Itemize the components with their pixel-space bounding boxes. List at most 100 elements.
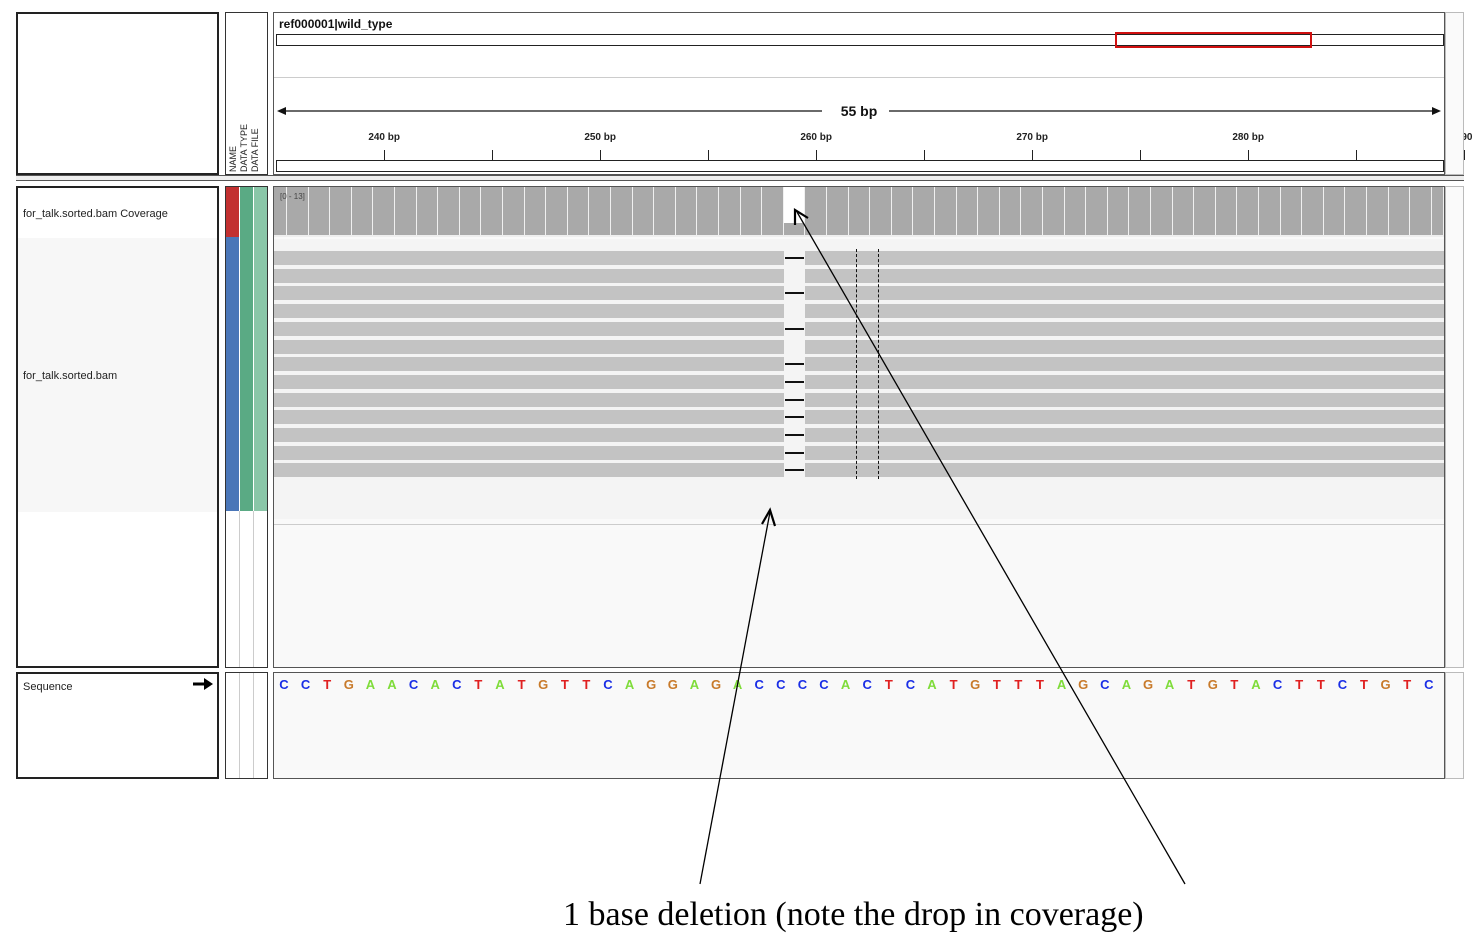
attr-datafile-swatch[interactable] [254, 187, 267, 511]
coverage-bar[interactable] [805, 187, 827, 235]
alignment-track-name[interactable]: for_talk.sorted.bam [23, 370, 118, 382]
coverage-bar[interactable] [546, 187, 568, 235]
coverage-track-name[interactable]: for_talk.sorted.bam Coverage [23, 208, 168, 220]
read-right-segment[interactable] [805, 268, 1444, 283]
read-right-segment[interactable] [805, 463, 1444, 478]
deletion-marker[interactable] [784, 434, 805, 436]
read-right-segment[interactable] [805, 392, 1444, 407]
alignment-track[interactable] [274, 239, 1444, 519]
read-right-segment[interactable] [805, 445, 1444, 460]
coverage-bar[interactable] [1042, 187, 1065, 235]
coverage-bar[interactable] [373, 187, 395, 235]
coverage-bar[interactable] [956, 187, 979, 235]
deletion-marker[interactable] [784, 469, 805, 472]
read-left-segment[interactable] [274, 339, 784, 354]
coverage-bar[interactable] [934, 187, 957, 235]
coverage-bar[interactable] [589, 187, 611, 235]
coverage-bar[interactable] [1280, 187, 1303, 235]
read-left-segment[interactable] [274, 357, 784, 372]
coverage-bar[interactable] [286, 187, 309, 235]
chromosome-ideogram[interactable] [276, 34, 1444, 46]
coverage-bar[interactable] [1302, 187, 1324, 235]
read-left-segment[interactable] [274, 268, 784, 283]
current-region-box[interactable] [1115, 32, 1312, 48]
deletion-marker[interactable] [784, 451, 805, 454]
attr-datatype-header[interactable]: DATA TYPE [239, 123, 249, 172]
coverage-bar[interactable] [978, 187, 1000, 235]
coverage-bar[interactable] [610, 187, 633, 235]
read-left-segment[interactable] [274, 304, 784, 319]
sequence-track-name[interactable]: Sequence [23, 681, 73, 693]
coverage-bar[interactable] [481, 187, 503, 235]
read-right-segment[interactable] [805, 410, 1444, 425]
coverage-bar[interactable] [913, 187, 935, 235]
coverage-bar[interactable] [1086, 187, 1108, 235]
coverage-bar[interactable] [1388, 187, 1411, 235]
coverage-bar[interactable] [1064, 187, 1087, 235]
coverage-bar[interactable] [632, 187, 655, 235]
attr-name-swatch-alignment[interactable] [226, 237, 239, 511]
sequence-scrollbar[interactable] [1445, 672, 1464, 779]
read-right-segment[interactable] [805, 251, 1444, 265]
deletion-marker[interactable] [784, 363, 805, 366]
coverage-bar[interactable] [330, 187, 352, 235]
coverage-bar[interactable] [567, 187, 590, 235]
coverage-bar[interactable] [1431, 187, 1444, 235]
deletion-marker[interactable] [784, 380, 805, 383]
coverage-bar[interactable] [675, 187, 698, 235]
deletion-marker[interactable] [784, 292, 805, 295]
read-left-segment[interactable] [274, 374, 784, 389]
coverage-bar[interactable] [848, 187, 871, 235]
coverage-bar[interactable] [826, 187, 849, 235]
coverage-bar[interactable] [1345, 187, 1367, 235]
attr-datatype-swatch[interactable] [240, 187, 253, 511]
read-left-segment[interactable] [274, 251, 784, 265]
read-left-segment[interactable] [274, 321, 784, 336]
coverage-bar[interactable] [1194, 187, 1216, 235]
coverage-bar[interactable] [740, 187, 763, 235]
coverage-bar[interactable] [524, 187, 547, 235]
coverage-bar[interactable] [654, 187, 676, 235]
coverage-bar[interactable] [999, 187, 1022, 235]
track-data-panel[interactable]: [0 - 13] [273, 186, 1445, 668]
attr-name-swatch-coverage[interactable] [226, 187, 239, 237]
coverage-bar[interactable] [891, 187, 914, 235]
coverage-bar[interactable] [1129, 187, 1151, 235]
coverage-bar[interactable] [274, 187, 287, 235]
deletion-marker[interactable] [784, 327, 805, 330]
coverage-track[interactable] [274, 187, 1444, 237]
attr-name-header[interactable]: NAME [228, 145, 238, 172]
coverage-bar[interactable] [1172, 187, 1195, 235]
coverage-bar[interactable] [870, 187, 892, 235]
read-right-segment[interactable] [805, 428, 1444, 442]
read-right-segment[interactable] [805, 304, 1444, 319]
read-right-segment[interactable] [805, 286, 1444, 301]
read-left-segment[interactable] [274, 445, 784, 460]
attr-datafile-header[interactable]: DATA FILE [250, 128, 260, 172]
coverage-bar[interactable] [351, 187, 374, 235]
coverage-bar[interactable] [308, 187, 331, 235]
read-right-segment[interactable] [805, 357, 1444, 372]
coverage-bar[interactable] [1021, 187, 1043, 235]
coverage-bar[interactable] [502, 187, 525, 235]
coverage-bar[interactable] [438, 187, 460, 235]
coverage-bar[interactable] [1323, 187, 1346, 235]
coverage-bar[interactable] [394, 187, 417, 235]
coverage-bar[interactable] [1410, 187, 1432, 235]
coverage-bar[interactable] [416, 187, 439, 235]
coverage-bar[interactable] [1237, 187, 1259, 235]
read-right-segment[interactable] [805, 374, 1444, 389]
read-left-segment[interactable] [274, 428, 784, 442]
deletion-marker[interactable] [784, 398, 805, 401]
read-left-segment[interactable] [274, 463, 784, 478]
read-right-segment[interactable] [805, 321, 1444, 336]
read-left-segment[interactable] [274, 392, 784, 407]
deletion-marker[interactable] [784, 257, 805, 259]
coverage-bar[interactable] [1215, 187, 1238, 235]
read-right-segment[interactable] [805, 339, 1444, 354]
coverage-bar[interactable] [1258, 187, 1281, 235]
read-left-segment[interactable] [274, 410, 784, 425]
